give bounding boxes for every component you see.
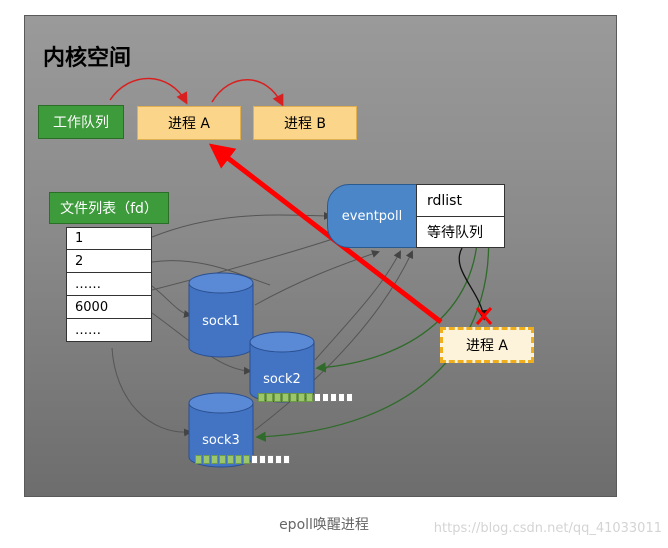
rdlist-to-sock3-line bbox=[255, 207, 490, 442]
kernel-space-title: 内核空间 bbox=[43, 46, 132, 71]
process-a-box: 进程 A bbox=[137, 106, 241, 140]
sock1-cylinder: sock1 bbox=[188, 272, 254, 358]
sock3-buffer bbox=[195, 455, 291, 464]
eventpoll-fields: rdlist 等待队列 bbox=[416, 184, 505, 248]
figure-caption: epoll唤醒进程 bbox=[279, 517, 369, 533]
file-list-label: 文件列表（fd） bbox=[49, 192, 169, 224]
sock3-to-eventpoll-line bbox=[254, 250, 414, 431]
fd-row: …… bbox=[66, 319, 152, 342]
sock1-label: sock1 bbox=[202, 314, 240, 329]
fd-row: 6000 bbox=[66, 296, 152, 319]
queue-link-arrow-1 bbox=[109, 77, 188, 105]
sock1-to-eventpoll-line bbox=[254, 250, 380, 306]
wait-queue-field: 等待队列 bbox=[417, 216, 504, 247]
removed-cross-icon bbox=[475, 307, 493, 325]
sock3-label: sock3 bbox=[202, 433, 240, 448]
fd-row: 2 bbox=[66, 250, 152, 273]
sock3-cylinder: sock3 bbox=[188, 392, 254, 468]
fd-to-sock3-line bbox=[111, 347, 192, 437]
fd-row: 1 bbox=[66, 227, 152, 250]
sock2-buffer bbox=[258, 393, 354, 402]
fd-table: 1 2 …… 6000 …… bbox=[66, 227, 152, 342]
rdlist-field: rdlist bbox=[427, 192, 462, 209]
sock2-to-eventpoll-line bbox=[314, 250, 401, 361]
fd-to-sock1-line bbox=[151, 285, 192, 318]
eventpoll-node: eventpoll bbox=[327, 184, 417, 248]
fd-to-eventpoll-line bbox=[151, 211, 332, 238]
sock2-cylinder: sock2 bbox=[249, 331, 315, 403]
waitqueue-to-process-line bbox=[458, 247, 489, 321]
process-b-box: 进程 B bbox=[253, 106, 357, 140]
queue-link-arrow-2 bbox=[211, 79, 284, 107]
fd-to-eventpoll-line-b bbox=[151, 234, 346, 291]
sock2-label: sock2 bbox=[263, 372, 301, 387]
process-a-waiting-box: 进程 A bbox=[440, 327, 534, 363]
fd-to-sock1-line-b bbox=[151, 260, 271, 286]
work-queue-label: 工作队列 bbox=[38, 105, 124, 139]
source-watermark: https://blog.csdn.net/qq_41033011 bbox=[433, 521, 662, 536]
fd-row: …… bbox=[66, 273, 152, 296]
